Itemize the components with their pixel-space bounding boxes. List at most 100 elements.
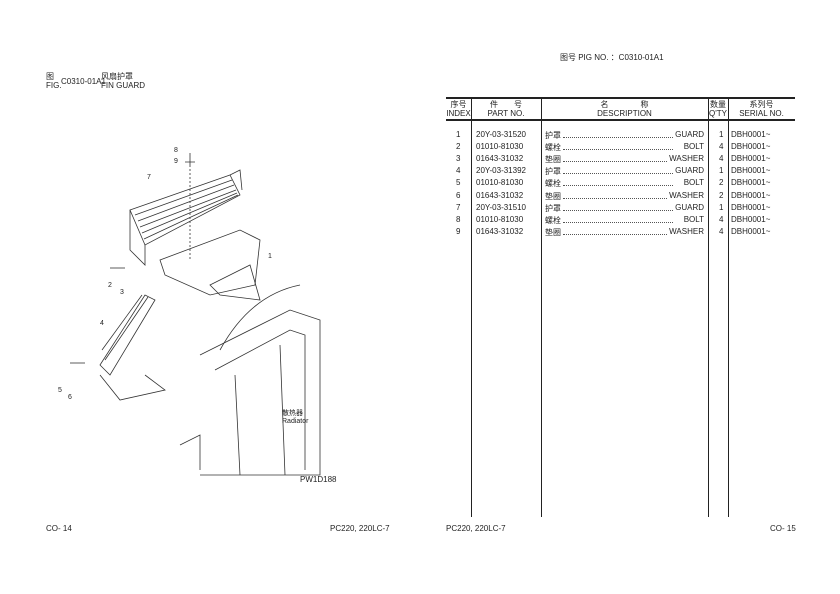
row-serial: DBH0001~ bbox=[731, 178, 771, 188]
callout-7: 7 bbox=[147, 174, 151, 181]
leader-dots bbox=[563, 149, 673, 151]
row-qty: 4 bbox=[719, 142, 724, 152]
row-part-no: 01643-31032 bbox=[476, 154, 524, 164]
radiator-cn: 散热器 bbox=[282, 410, 303, 417]
row-part-no: 01643-31032 bbox=[476, 226, 524, 236]
leader-dots bbox=[563, 185, 673, 187]
right-model: PC220, 220LC-7 bbox=[446, 524, 506, 533]
callout-9: 9 bbox=[174, 158, 178, 165]
table-row: 6 01643-31032 垫圈 WASHER 2 DBH0001~ bbox=[446, 190, 795, 203]
row-part-no: 20Y-03-31510 bbox=[476, 202, 526, 212]
row-serial: DBH0001~ bbox=[731, 226, 771, 236]
fin-guard-4 bbox=[99, 294, 166, 401]
row-desc-cn: 垫圈 bbox=[545, 155, 561, 165]
left-page-number: CO- 14 bbox=[46, 524, 72, 533]
row-qty: 4 bbox=[719, 154, 724, 164]
row-qty: 1 bbox=[719, 202, 724, 212]
table-row: 9 01643-31032 垫圈 WASHER 4 DBH0001~ bbox=[446, 226, 795, 239]
divider bbox=[471, 99, 472, 517]
row-desc-en: BOLT bbox=[682, 142, 704, 152]
pig-number: 图号 PIG NO. ：C0310-01A1 bbox=[560, 53, 664, 62]
row-desc-cn: 螺栓 bbox=[545, 215, 561, 225]
row-desc-cn: 垫圈 bbox=[545, 227, 561, 237]
right-page-number: CO- 15 bbox=[770, 524, 796, 533]
row-serial: DBH0001~ bbox=[731, 166, 771, 176]
row-index: 2 bbox=[456, 142, 461, 152]
leader-dots bbox=[563, 233, 673, 235]
leader-dots bbox=[563, 173, 673, 175]
fig-en: FIG. bbox=[46, 81, 62, 90]
row-qty: 1 bbox=[719, 130, 724, 139]
row-part-no: 01010-81030 bbox=[476, 214, 524, 224]
row-index: 8 bbox=[456, 214, 461, 224]
row-desc-cn: 护罩 bbox=[545, 131, 561, 140]
callout-8: 8 bbox=[174, 147, 178, 154]
title-en: FIN GUARD bbox=[101, 81, 145, 90]
divider bbox=[728, 99, 729, 517]
bolts bbox=[70, 153, 195, 364]
row-part-no: 01643-31032 bbox=[476, 190, 524, 200]
row-desc-cn: 护罩 bbox=[545, 167, 561, 177]
row-serial: DBH0001~ bbox=[731, 154, 771, 164]
row-index: 3 bbox=[456, 154, 461, 164]
callout-1: 1 bbox=[268, 253, 272, 260]
row-index: 9 bbox=[456, 226, 461, 236]
leader-dots bbox=[563, 137, 673, 138]
row-index: 4 bbox=[456, 166, 461, 176]
leader-dots bbox=[563, 197, 673, 199]
table-row: 3 01643-31032 垫圈 WASHER 4 DBH0001~ bbox=[446, 154, 795, 166]
row-part-no: 01010-81030 bbox=[476, 178, 524, 188]
row-desc-cn: 护罩 bbox=[545, 203, 561, 213]
row-qty: 4 bbox=[719, 214, 724, 224]
radiator-en: Radiator bbox=[282, 418, 309, 425]
row-serial: DBH0001~ bbox=[731, 190, 771, 200]
fig-cn: 图 bbox=[46, 72, 54, 81]
row-index: 7 bbox=[456, 202, 461, 212]
row-index: 6 bbox=[456, 190, 461, 200]
leader-dots bbox=[563, 161, 673, 163]
row-serial: DBH0001~ bbox=[731, 214, 771, 224]
leader-dots bbox=[563, 221, 673, 223]
row-desc-en: WASHER bbox=[668, 226, 704, 236]
row-desc-en: GUARD bbox=[674, 130, 704, 139]
row-desc-en: GUARD bbox=[674, 166, 704, 176]
row-qty: 1 bbox=[719, 166, 724, 176]
row-part-no: 20Y-03-31520 bbox=[476, 130, 526, 139]
callout-5: 5 bbox=[58, 387, 62, 394]
left-model: PC220, 220LC-7 bbox=[330, 524, 390, 533]
row-serial: DBH0001~ bbox=[731, 142, 771, 152]
divider bbox=[708, 99, 709, 517]
row-desc-cn: 螺栓 bbox=[545, 179, 561, 189]
leader-dots bbox=[563, 209, 673, 211]
row-part-no: 01010-81030 bbox=[476, 142, 524, 152]
callout-2: 2 bbox=[108, 282, 112, 289]
row-desc-en: BOLT bbox=[682, 214, 704, 224]
row-desc-en: WASHER bbox=[668, 154, 704, 164]
divider bbox=[541, 99, 542, 517]
row-qty: 2 bbox=[719, 178, 724, 188]
exploded-parts-drawing: 8 9 7 1 2 3 4 5 6 bbox=[58, 147, 321, 476]
table-row: 7 20Y-03-31510 护罩 GUARD 1 DBH0001~ bbox=[446, 202, 795, 215]
row-index: 1 bbox=[456, 130, 461, 139]
callout-4: 4 bbox=[100, 320, 104, 327]
fin-guard-1 bbox=[159, 229, 261, 301]
row-desc-cn: 垫圈 bbox=[545, 191, 561, 201]
table-row: 5 01010-81030 螺栓 BOLT 2 DBH0001~ bbox=[446, 178, 795, 190]
row-desc-en: GUARD bbox=[674, 202, 704, 212]
fin-guard-7 bbox=[129, 169, 243, 266]
row-part-no: 20Y-03-31392 bbox=[476, 166, 526, 176]
callout-6: 6 bbox=[68, 394, 72, 401]
table-row: 1 20Y-03-31520 护罩 GUARD 1 DBH0001~ bbox=[446, 130, 795, 142]
row-desc-en: WASHER bbox=[668, 190, 704, 200]
radiator-frame bbox=[179, 284, 321, 476]
row-index: 5 bbox=[456, 178, 461, 188]
